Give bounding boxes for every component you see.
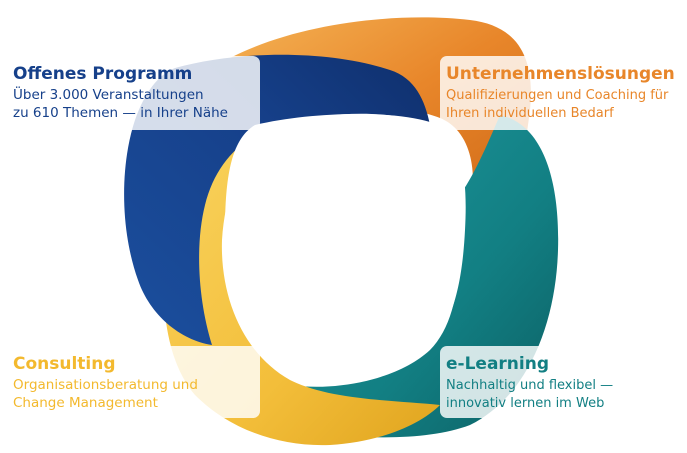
panel-line-2: zu 610 Themen — in Ihrer Nähe — [13, 105, 228, 121]
ring-hole — [225, 114, 466, 367]
panel-line-1: Über 3.000 Veranstaltungen — [13, 87, 204, 103]
panel-line-1: Qualifizierungen und Coaching für — [446, 88, 669, 103]
panel-title: Offenes Programm — [13, 64, 193, 84]
panel-title: Unternehmenslösungen — [446, 64, 675, 84]
panel-line-2: Change Management — [13, 395, 158, 411]
panel-box — [440, 346, 676, 418]
panel-line-2: innovativ lernen im Web — [446, 396, 605, 411]
panel-line-1: Organisationsberatung und — [13, 377, 198, 393]
panel-line-1: Nachhaltig und flexibel — — [446, 378, 614, 393]
panel-line-2: Ihren individuellen Bedarf — [446, 106, 614, 121]
panel-box — [440, 56, 680, 130]
panel-title: e-Learning — [446, 354, 550, 374]
panel-box — [8, 346, 260, 418]
panel-box — [8, 56, 260, 130]
panel-title: Consulting — [13, 354, 116, 374]
